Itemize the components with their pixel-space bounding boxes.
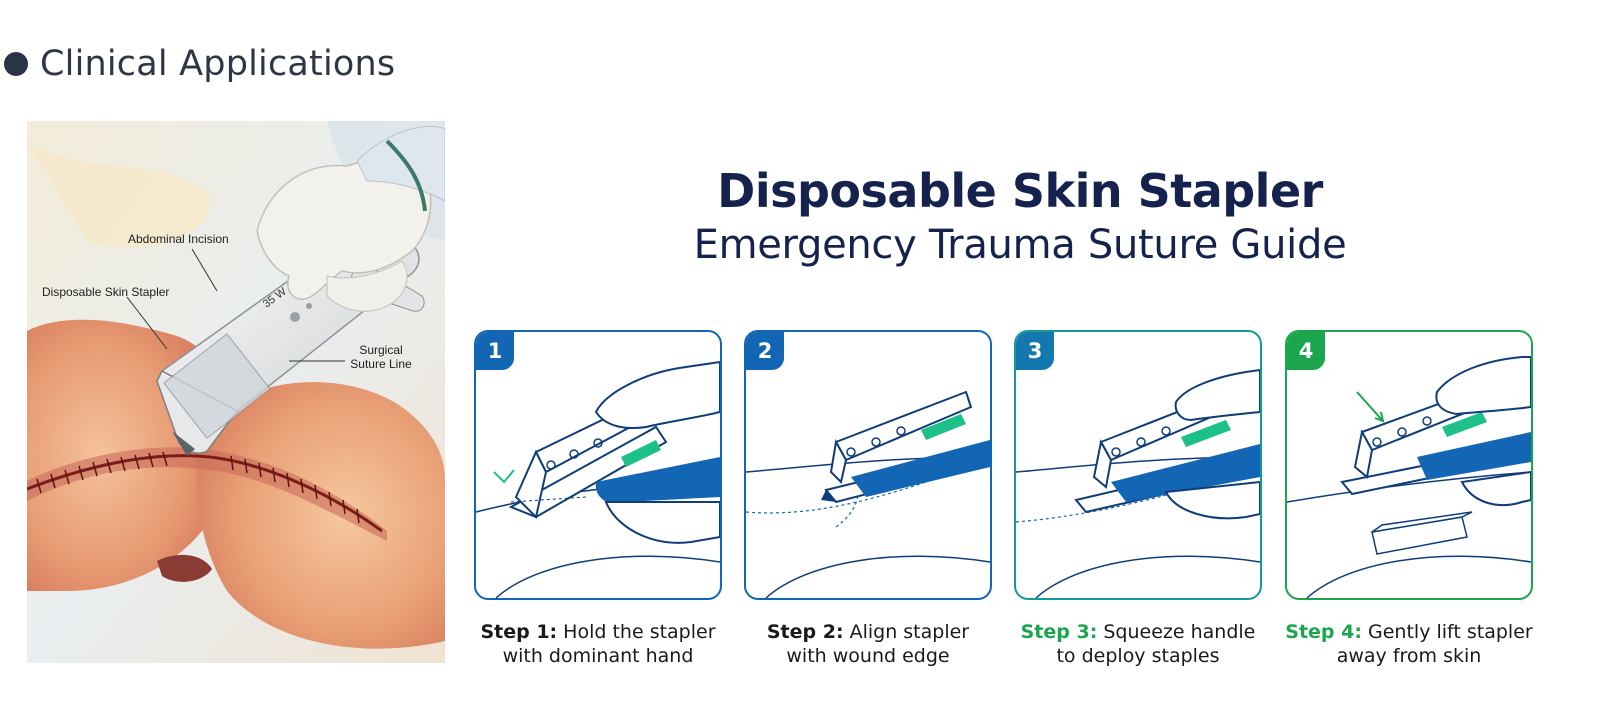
label-suture-line: Suture Line (350, 357, 412, 371)
step-text-line1: Gently lift stapler (1361, 621, 1533, 643)
step-text-line2: away from skin (1336, 645, 1482, 667)
step-card-3: 3 Step 3: Squeeze handle to deploy stapl… (1014, 330, 1262, 668)
step-text-line2: to deploy staples (1056, 645, 1220, 667)
section-header: Clinical Applications (4, 42, 395, 86)
step-text-line2: with dominant hand (502, 645, 694, 667)
step-2-diagram (746, 390, 990, 598)
guide-subtitle: Emergency Trauma Suture Guide (693, 222, 1347, 268)
step-number-badge: 3 (1016, 332, 1054, 370)
step-text-line1: Squeeze handle (1097, 621, 1256, 643)
bullet-dot-icon (4, 52, 28, 76)
step-label: Step 3: (1020, 621, 1098, 643)
section-title: Clinical Applications (40, 44, 396, 84)
step-caption: Step 1: Hold the stapler with dominant h… (474, 620, 722, 668)
label-surgical: Surgical (359, 343, 403, 357)
step-number-badge: 4 (1287, 332, 1325, 370)
clinical-illustration: Abdominal Incision Disposable Skin Stapl… (27, 121, 445, 663)
step-3-diagram (1016, 368, 1260, 598)
step-number-badge: 1 (476, 332, 514, 370)
step-label: Step 4: (1285, 621, 1362, 643)
guide-title: Disposable Skin Stapler (717, 164, 1323, 218)
label-abdominal-incision: Abdominal Incision (128, 232, 229, 246)
step-panel: 1 (474, 330, 722, 600)
step-text-line1: Align stapler (843, 621, 970, 643)
step-panel: 3 (1014, 330, 1262, 600)
step-card-4: 4 Step 4: Gently lift stapler away from … (1285, 330, 1533, 668)
step-card-1: 1 Step 1: Hold the stapler with dominant… (474, 330, 722, 668)
step-label: Step 2: (766, 621, 844, 643)
step-caption: Step 2: Align stapler with wound edge (744, 620, 992, 668)
step-caption: Step 4: Gently lift stapler away from sk… (1285, 620, 1533, 668)
step-panel: 2 (744, 330, 992, 600)
step-text-line1: Hold the stapler (557, 621, 716, 643)
step-caption: Step 3: Squeeze handle to deploy staples (1014, 620, 1262, 668)
step-text-line2: with wound edge (786, 645, 950, 667)
step-number-badge: 2 (746, 332, 784, 370)
label-surgical-suture-line: Surgical Suture Line (345, 343, 417, 371)
step-4-diagram (1287, 356, 1531, 598)
step-label: Step 1: (480, 621, 558, 643)
label-disposable-skin-stapler: Disposable Skin Stapler (42, 285, 170, 299)
step-1-diagram (476, 360, 720, 598)
stapler-illustration (27, 121, 445, 663)
step-panel: 4 (1285, 330, 1533, 600)
step-card-2: 2 Step 2: Align stapler with wound edge (744, 330, 992, 668)
